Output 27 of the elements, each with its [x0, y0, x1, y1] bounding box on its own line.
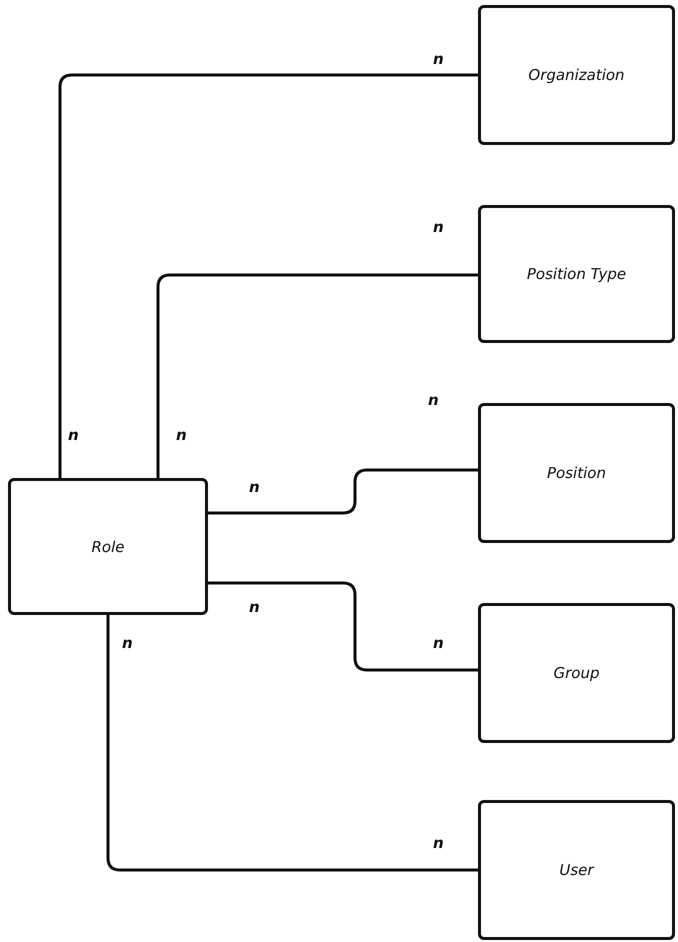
cardinality-label: n	[68, 426, 79, 444]
entity-name: User	[559, 861, 594, 879]
entity-box	[478, 5, 675, 145]
cardinality-label: n	[249, 478, 260, 496]
cardinality-label: n	[176, 426, 187, 444]
connector-line	[206, 582, 480, 672]
entity-name: Position	[547, 464, 606, 482]
connector-line	[58, 74, 480, 480]
entity-box	[8, 478, 208, 615]
entity-box	[478, 205, 675, 343]
connector-line	[206, 468, 480, 514]
cardinality-label: n	[433, 218, 444, 236]
entity-name: Group	[554, 664, 600, 682]
cardinality-label: n	[433, 50, 444, 68]
connector-line	[106, 614, 480, 872]
cardinality-label: n	[122, 634, 133, 652]
entity-name: Position Type	[526, 265, 626, 283]
entity-name: Role	[92, 538, 124, 556]
cardinality-label: n	[433, 634, 444, 652]
cardinality-label: n	[428, 391, 439, 409]
cardinality-label: n	[433, 834, 444, 852]
entity-name: Organization	[528, 66, 625, 84]
cardinality-label: n	[249, 598, 260, 616]
entity-box	[478, 800, 675, 940]
entity-box	[478, 403, 675, 543]
connector-line	[156, 274, 480, 480]
entity-box	[478, 603, 675, 743]
